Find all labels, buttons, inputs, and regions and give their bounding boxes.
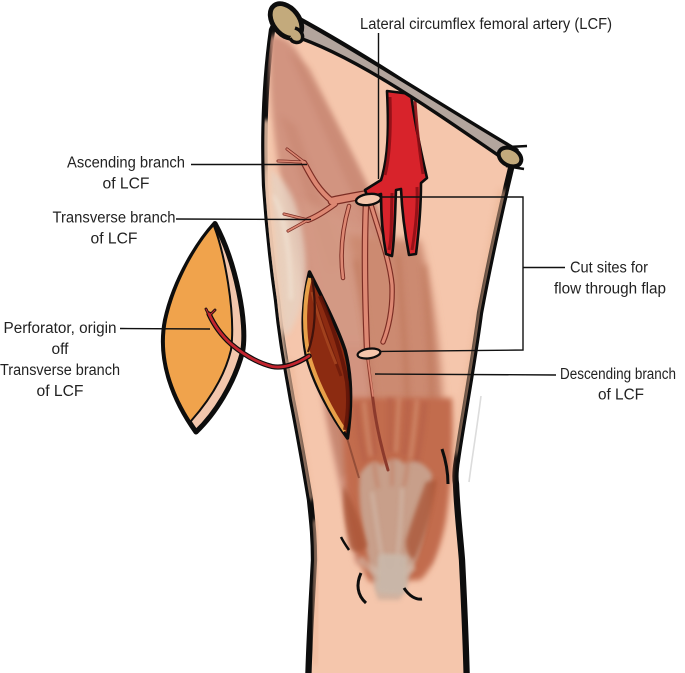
svg-text:off: off bbox=[52, 341, 70, 358]
svg-text:of LCF: of LCF bbox=[103, 176, 150, 193]
svg-text:flow through flap: flow through flap bbox=[554, 281, 666, 298]
svg-text:of LCF: of LCF bbox=[598, 387, 644, 404]
svg-text:Transverse branch: Transverse branch bbox=[53, 210, 176, 227]
svg-text:Ascending branch: Ascending branch bbox=[67, 155, 185, 172]
svg-text:Cut sites for: Cut sites for bbox=[570, 260, 648, 277]
svg-text:Lateral circumflex femoral art: Lateral circumflex femoral artery (LCF) bbox=[360, 16, 612, 33]
svg-text:of LCF: of LCF bbox=[37, 383, 84, 400]
svg-text:Transverse branch: Transverse branch bbox=[0, 362, 120, 379]
svg-text:of LCF: of LCF bbox=[91, 231, 138, 248]
svg-text:Perforator, origin: Perforator, origin bbox=[4, 320, 117, 337]
svg-text:Descending branch: Descending branch bbox=[560, 366, 676, 383]
